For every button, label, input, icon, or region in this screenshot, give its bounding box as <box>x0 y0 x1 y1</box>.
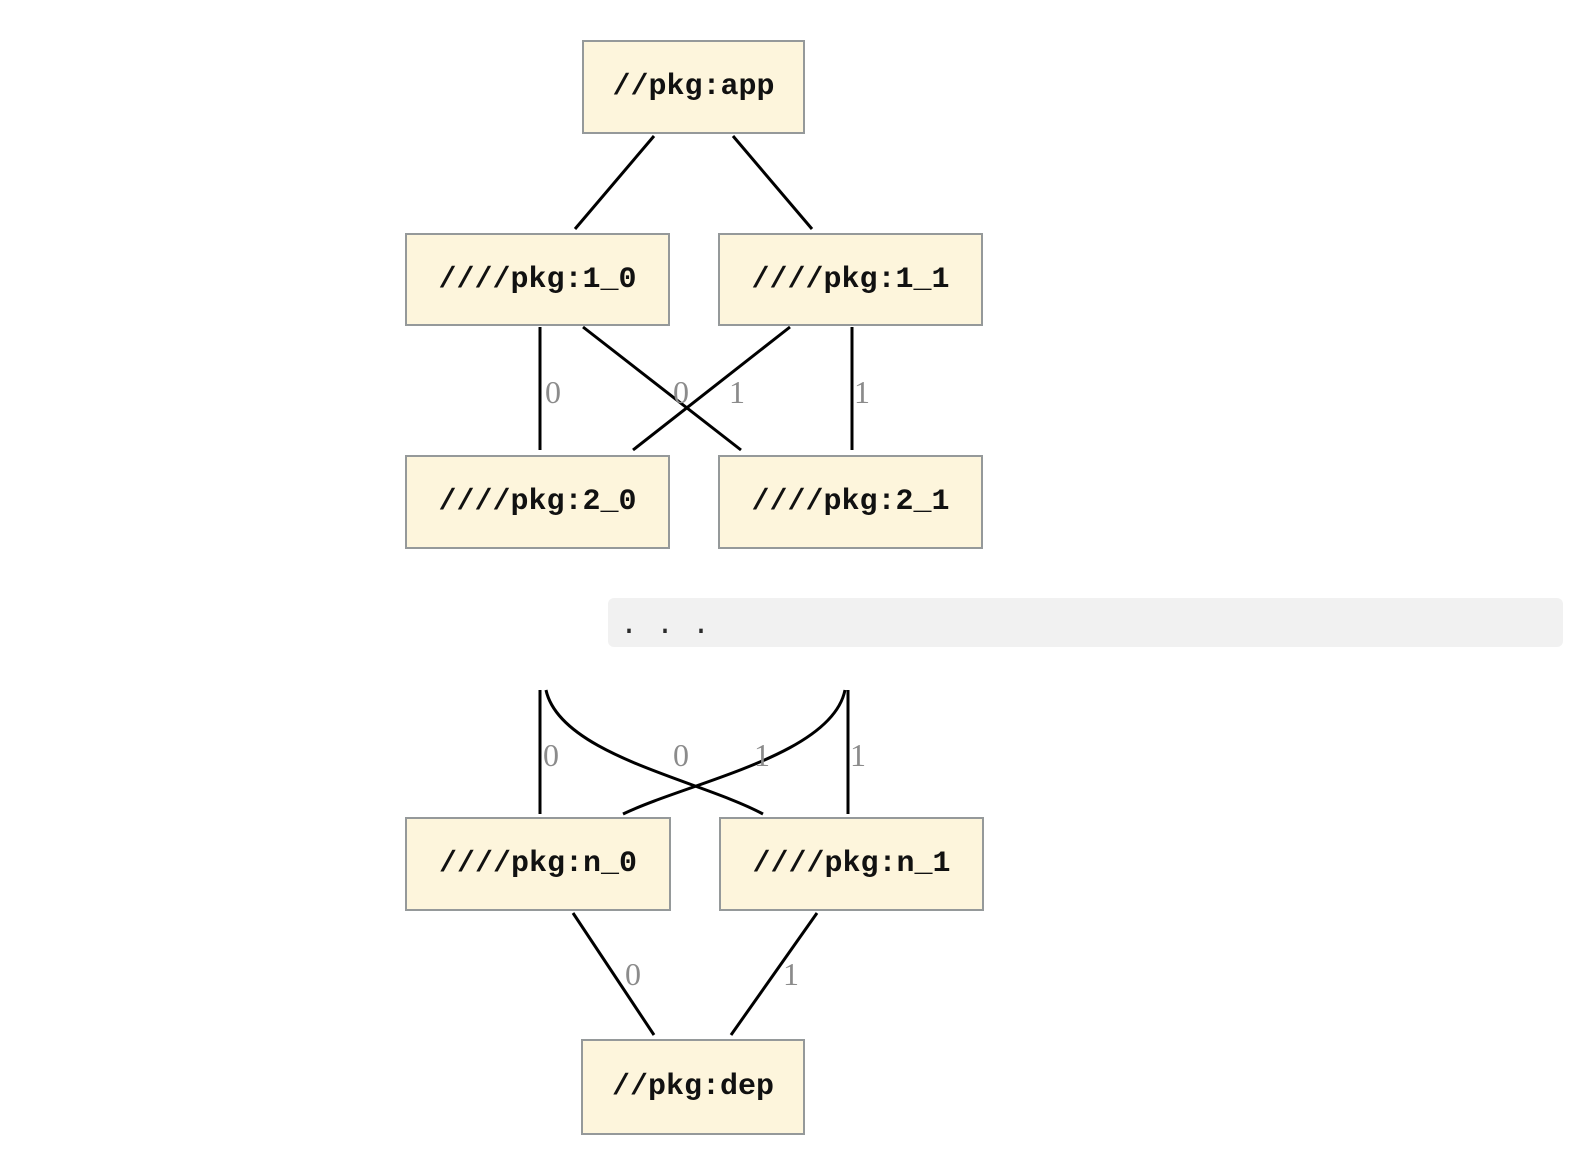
graph-node-pkg2_0: ////pkg:2_0 <box>405 455 670 549</box>
edge-label-dep: 1 <box>783 956 799 992</box>
edge-label-pkgn_1: 1 <box>850 737 866 773</box>
edge-label-pkgn_0: 0 <box>673 737 689 773</box>
edge-label-pkg2_1: 1 <box>854 374 870 410</box>
edge-label-dep: 0 <box>625 956 641 992</box>
edge-0-app-to-pkg1_0 <box>573 135 656 230</box>
edge-7-ellipsis-to-pkgn_1 <box>544 689 764 816</box>
edge-label-pkg2_0: 0 <box>673 374 689 410</box>
edge-label-pkg2_1: 1 <box>729 374 745 410</box>
edge-label-pkg2_0: 0 <box>545 374 561 410</box>
edge-label-pkgn_1: 1 <box>754 737 770 773</box>
edge-1-app-to-pkg1_1 <box>731 135 814 230</box>
edge-label-pkgn_0: 0 <box>543 737 559 773</box>
graph-node-dep: //pkg:dep <box>581 1039 805 1135</box>
graph-node-pkg1_1: ////pkg:1_1 <box>718 233 983 326</box>
graph-node-pkg2_1: ////pkg:2_1 <box>718 455 983 549</box>
graph-node-pkg1_0: ////pkg:1_0 <box>405 233 670 326</box>
edge-11-pkgn_1-to-dep <box>729 912 819 1036</box>
graph-node-pkgn_0: ////pkg:n_0 <box>405 817 671 911</box>
edge-3-pkg1_0-to-pkg2_1 <box>582 325 742 452</box>
edge-8-ellipsis-to-pkgn_0 <box>622 689 847 816</box>
edge-4-pkg1_1-to-pkg2_0 <box>632 325 791 452</box>
ellipsis-band: . . . <box>608 598 1563 647</box>
edge-10-pkgn_0-to-dep <box>571 912 656 1036</box>
graph-node-pkgn_1: ////pkg:n_1 <box>719 817 984 911</box>
graph-node-app: //pkg:app <box>582 40 805 134</box>
